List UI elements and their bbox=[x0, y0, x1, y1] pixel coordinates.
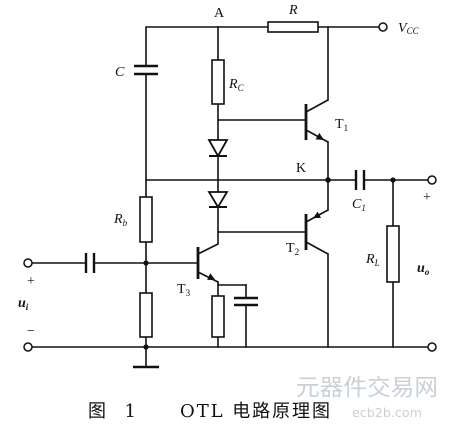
t1-emitter-arrow bbox=[315, 132, 324, 140]
label-t1-main: T bbox=[335, 117, 344, 132]
terminal-vcc bbox=[378, 22, 388, 32]
t1-collector bbox=[305, 99, 329, 113]
terminal-input-plus bbox=[23, 258, 33, 268]
label-rl-sub: L bbox=[374, 258, 380, 268]
wire-top-rail-left bbox=[145, 26, 269, 67]
labels: A R VCC C RC T1 K C1 + Rb T2 RL uo + ui bbox=[18, 3, 431, 339]
label-t1: T1 bbox=[335, 117, 348, 133]
terminal-output-plus bbox=[427, 175, 437, 185]
diodes bbox=[207, 139, 229, 209]
label-output-voltage-sub: o bbox=[425, 267, 430, 277]
watermark: 元器件交易网 ecb2b.com bbox=[296, 375, 438, 420]
label-node-a: A bbox=[214, 6, 225, 21]
transistor-t3 bbox=[196, 243, 219, 283]
label-output-voltage-main: u bbox=[417, 261, 425, 276]
capacitors bbox=[84, 64, 366, 307]
label-output-voltage: uo bbox=[417, 261, 430, 277]
label-input-voltage: ui bbox=[18, 296, 29, 312]
diode-upper bbox=[207, 139, 229, 158]
label-input-minus: − bbox=[27, 324, 35, 339]
resistor-rl bbox=[386, 225, 400, 283]
junction-output-rl bbox=[390, 177, 396, 183]
label-node-k: K bbox=[296, 161, 306, 176]
label-rb: Rb bbox=[113, 212, 128, 228]
label-t2-sub: 2 bbox=[295, 247, 300, 257]
label-c1: C1 bbox=[352, 197, 366, 213]
resistors bbox=[139, 21, 400, 338]
capacitor-input bbox=[84, 253, 96, 273]
label-vcc-sub: CC bbox=[407, 26, 420, 36]
t1-emitter bbox=[305, 129, 329, 143]
diode-upper-triangle bbox=[207, 139, 229, 158]
terminal-input-ground bbox=[23, 342, 33, 352]
watermark-site: ecb2b.com bbox=[352, 406, 422, 420]
junction-k bbox=[325, 177, 331, 183]
label-input-plus: + bbox=[27, 274, 35, 289]
label-rc: RC bbox=[228, 77, 245, 93]
wire-lower-diode-to-t2-base bbox=[217, 206, 307, 233]
capacitor-c bbox=[134, 64, 158, 76]
label-rb-main: R bbox=[113, 212, 123, 227]
t2-emitter-arrow bbox=[313, 211, 321, 219]
junctions bbox=[143, 177, 396, 350]
terminal-output-ground bbox=[427, 342, 437, 352]
t3-collector bbox=[197, 243, 219, 255]
label-cap-c: C bbox=[115, 65, 125, 80]
label-rl: RL bbox=[365, 252, 380, 268]
t3-emitter-arrow bbox=[207, 273, 216, 281]
label-t2-main: T bbox=[286, 241, 295, 256]
label-c1-main: C bbox=[352, 197, 362, 212]
resistor-r bbox=[267, 21, 319, 33]
label-rl-main: R bbox=[365, 252, 375, 267]
caption-title: OTL 电路原理图 bbox=[180, 401, 330, 422]
junction-ground bbox=[143, 344, 149, 350]
resistor-t3-emitter bbox=[211, 295, 225, 338]
label-c1-sub: 1 bbox=[361, 203, 366, 213]
label-t3-sub: 3 bbox=[186, 288, 191, 298]
figure-caption: 图 1 OTL 电路原理图 bbox=[88, 401, 330, 422]
label-t3: T3 bbox=[177, 282, 191, 298]
watermark-brand: 元器件交易网 bbox=[296, 375, 438, 401]
terminals bbox=[23, 22, 437, 352]
junction-t3-base bbox=[143, 260, 149, 266]
label-input-voltage-main: u bbox=[18, 296, 26, 311]
caption-figure-number: 图 1 bbox=[88, 401, 136, 422]
label-input-voltage-sub: i bbox=[26, 302, 29, 312]
label-rb-sub: b bbox=[123, 218, 128, 228]
capacitor-c1 bbox=[354, 170, 366, 190]
label-rc-main: R bbox=[228, 77, 238, 92]
label-t3-main: T bbox=[177, 282, 186, 297]
t3-emitter bbox=[197, 271, 219, 283]
label-rc-sub: C bbox=[238, 83, 245, 93]
diode-lower-triangle bbox=[207, 191, 229, 209]
transistor-t2 bbox=[304, 209, 329, 255]
label-t1-sub: 1 bbox=[344, 123, 349, 133]
resistor-rb bbox=[139, 196, 153, 243]
label-t2: T2 bbox=[286, 241, 299, 257]
wires bbox=[31, 26, 429, 369]
resistor-rc bbox=[211, 59, 225, 105]
capacitor-bypass bbox=[234, 296, 258, 307]
label-resistor-r: R bbox=[288, 3, 298, 18]
label-vcc: VCC bbox=[398, 21, 420, 36]
t2-collector bbox=[305, 241, 329, 255]
resistor-bias bbox=[139, 292, 153, 338]
diode-lower bbox=[207, 191, 229, 209]
transistor-t1 bbox=[304, 99, 329, 143]
label-vcc-main: V bbox=[398, 21, 408, 36]
label-output-plus: + bbox=[423, 190, 431, 205]
